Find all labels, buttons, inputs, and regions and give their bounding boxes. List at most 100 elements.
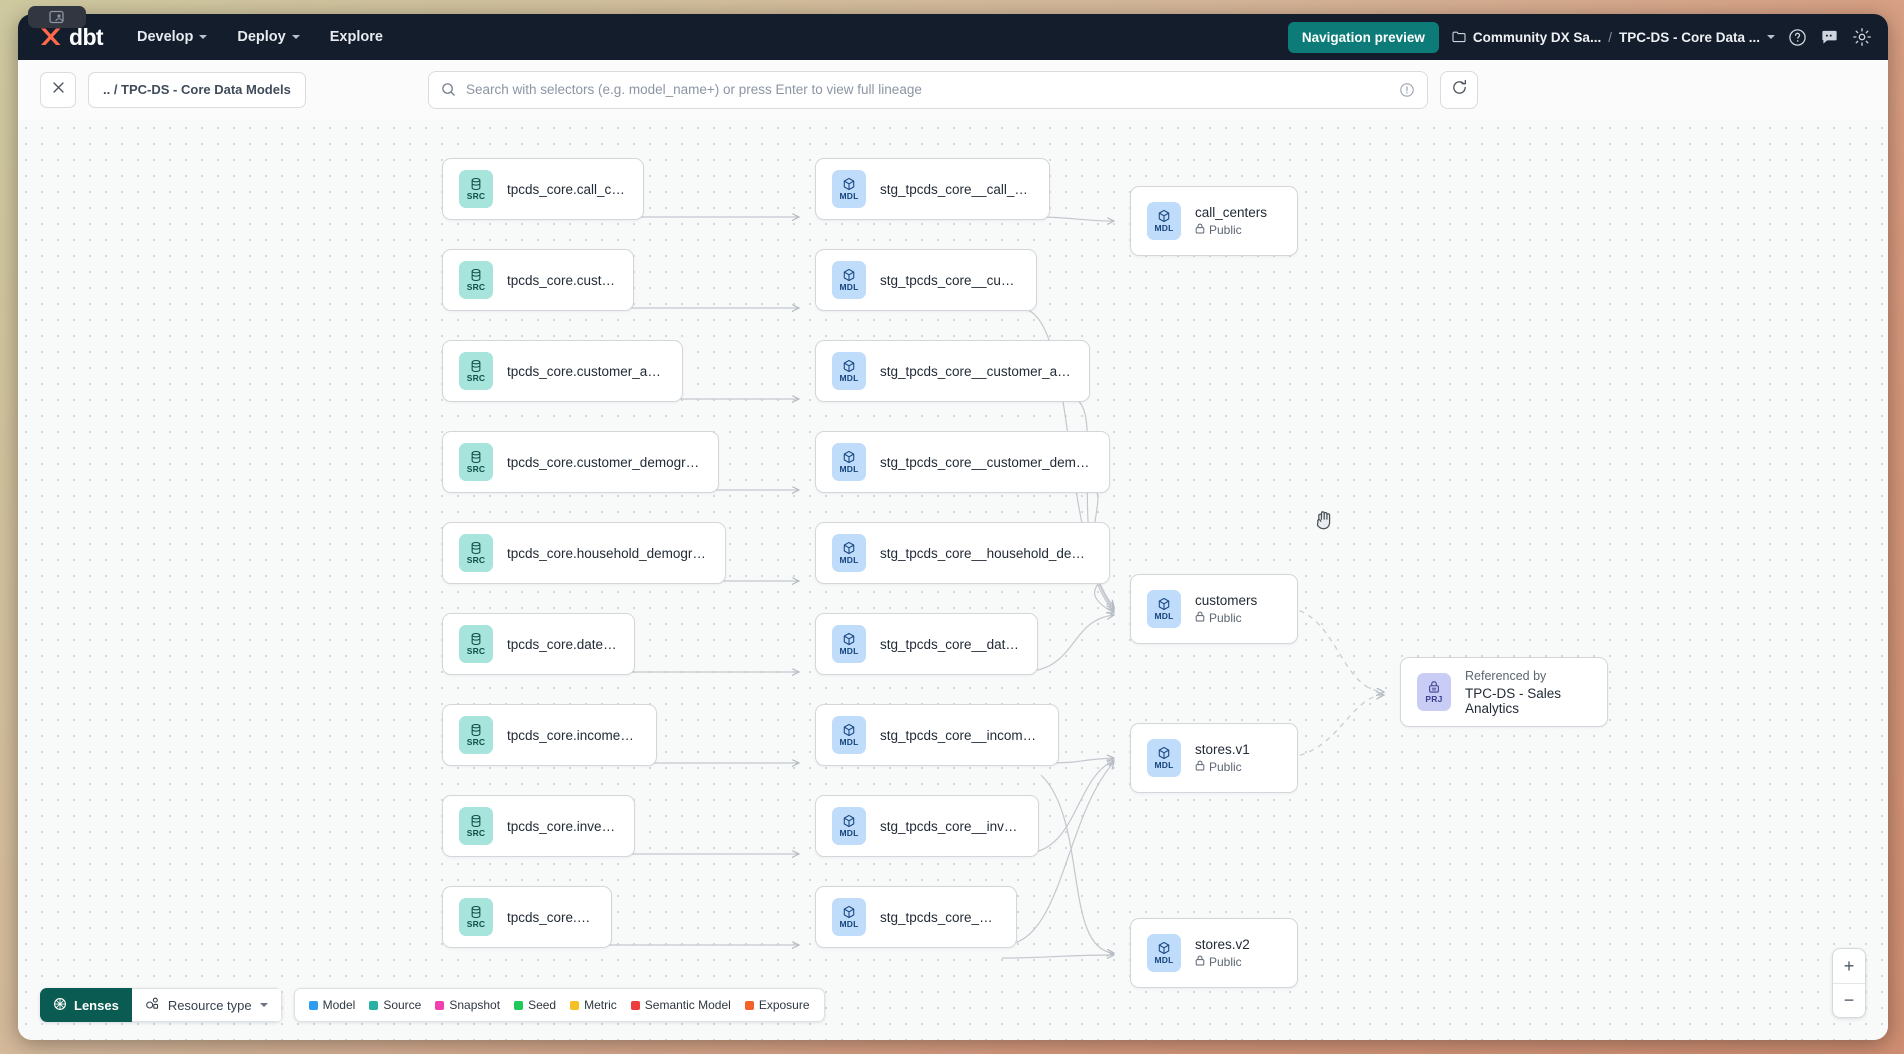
dbt-logo[interactable]: dbt — [38, 24, 104, 51]
lineage-node-source[interactable]: SRC tpcds_core.income_band — [442, 704, 657, 766]
node-body: stores.v1 Public — [1195, 742, 1250, 774]
project-badge: PRJ — [1417, 673, 1451, 711]
window-notch — [28, 6, 86, 28]
canvas-bottom-bar: Lenses Resource type Model — [40, 988, 825, 1022]
lineage-node-source[interactable]: SRC tpcds_core.inventory — [442, 795, 635, 857]
refresh-icon — [1451, 79, 1468, 101]
resource-type-icon — [145, 996, 160, 1014]
model-badge: MDL — [832, 534, 866, 572]
model-badge: MDL — [832, 261, 866, 299]
grab-cursor-icon — [1314, 508, 1336, 537]
source-badge: SRC — [459, 170, 493, 208]
node-access-label: Public — [1209, 223, 1242, 237]
zoom-out-button[interactable]: − — [1833, 983, 1865, 1017]
lineage-node-source[interactable]: SRC tpcds_core.store — [442, 886, 612, 948]
source-badge-label: SRC — [466, 919, 486, 930]
source-badge: SRC — [459, 443, 493, 481]
navigation-preview-button[interactable]: Navigation preview — [1287, 21, 1439, 53]
model-badge: MDL — [1147, 739, 1181, 777]
lineage-node-model[interactable]: MDL stg_tpcds_core__inventory — [815, 795, 1039, 857]
lineage-node-source[interactable]: SRC tpcds_core.date_dim — [442, 613, 635, 675]
node-label: stg_tpcds_core__inventory — [880, 818, 1022, 834]
resource-type-dropdown[interactable]: Resource type — [131, 988, 282, 1022]
node-label: stg_tpcds_core__customer_demogra... — [880, 454, 1093, 470]
breadcrumb-account[interactable]: Community DX Sa... — [1472, 29, 1602, 45]
lineage-node-public-model[interactable]: MDL call_centers Public — [1130, 186, 1298, 256]
source-badge: SRC — [459, 261, 493, 299]
node-label: tpcds_core.store — [507, 909, 595, 925]
lineage-node-source[interactable]: SRC tpcds_core.household_demographics — [442, 522, 726, 584]
zoom-controls: + − — [1832, 948, 1866, 1018]
search-input[interactable] — [466, 82, 1389, 97]
legend-swatch — [570, 1000, 580, 1010]
legend-swatch — [744, 1000, 754, 1010]
lineage-node-model[interactable]: MDL stg_tpcds_core__date_dim — [815, 613, 1038, 675]
node-label: stg_tpcds_core__date_dim — [880, 636, 1021, 652]
model-badge: MDL — [1147, 934, 1181, 972]
lineage-node-public-model[interactable]: MDL customers Public — [1130, 574, 1298, 644]
nav-item-explore-label: Explore — [329, 29, 383, 45]
close-button[interactable] — [40, 71, 76, 108]
node-label: tpcds_core.customer_demographics — [507, 454, 702, 470]
lenses-group: Lenses Resource type — [40, 988, 282, 1022]
search-box[interactable] — [428, 70, 1428, 109]
node-label: stg_tpcds_core__customer_address — [880, 363, 1073, 379]
nav-item-explore[interactable]: Explore — [330, 29, 383, 45]
node-label: stg_tpcds_core__household_demogr... — [880, 545, 1093, 561]
lens-icon — [53, 997, 67, 1014]
lineage-node-model[interactable]: MDL stg_tpcds_core__customer_address — [815, 340, 1090, 402]
lock-icon — [1195, 760, 1205, 774]
source-badge-label: SRC — [466, 646, 486, 657]
legend-label: Source — [383, 998, 422, 1012]
legend-item-exposure: Exposure — [744, 998, 810, 1012]
legend-item-seed: Seed — [514, 998, 556, 1012]
zoom-in-button[interactable]: + — [1843, 955, 1855, 976]
lineage-node-source[interactable]: SRC tpcds_core.call_center — [442, 158, 644, 220]
feedback-icon[interactable] — [1820, 28, 1839, 47]
search-area — [428, 70, 1478, 109]
source-badge: SRC — [459, 898, 493, 936]
help-circle-icon[interactable] — [1788, 28, 1807, 47]
source-badge-label: SRC — [466, 555, 486, 566]
model-badge: MDL — [832, 807, 866, 845]
model-badge-label: MDL — [839, 919, 859, 930]
resource-type-label: Resource type — [167, 997, 252, 1013]
lenses-button[interactable]: Lenses — [40, 988, 132, 1022]
lineage-node-model[interactable]: MDL stg_tpcds_core__store — [815, 886, 1017, 948]
lineage-node-model[interactable]: MDL stg_tpcds_core__income_band — [815, 704, 1059, 766]
source-badge-label: SRC — [466, 828, 486, 839]
lineage-node-source[interactable]: SRC tpcds_core.customer_address — [442, 340, 683, 402]
lineage-node-public-model[interactable]: MDL stores.v1 Public — [1130, 723, 1298, 793]
model-badge: MDL — [832, 625, 866, 663]
model-badge: MDL — [1147, 590, 1181, 628]
lineage-breadcrumb-pill[interactable]: .. / TPC-DS - Core Data Models — [88, 71, 306, 108]
source-badge: SRC — [459, 352, 493, 390]
node-label: TPC-DS - Sales Analytics — [1465, 685, 1562, 716]
lineage-node-model[interactable]: MDL stg_tpcds_core__customer_demogra... — [815, 431, 1110, 493]
breadcrumb-project[interactable]: TPC-DS - Core Data ... — [1618, 29, 1760, 45]
lineage-canvas[interactable]: SRC tpcds_core.call_center SRC tpcds_cor… — [18, 120, 1888, 1040]
model-badge-label: MDL — [839, 464, 859, 475]
lock-icon — [1195, 611, 1205, 625]
lineage-node-model[interactable]: MDL stg_tpcds_core__customer — [815, 249, 1037, 311]
lock-icon — [1195, 955, 1205, 969]
lineage-node-model[interactable]: MDL stg_tpcds_core__household_demogr... — [815, 522, 1110, 584]
source-badge-label: SRC — [466, 373, 486, 384]
lineage-node-source[interactable]: SRC tpcds_core.customer — [442, 249, 634, 311]
lineage-node-project-reference[interactable]: PRJ Referenced by TPC-DS - Sales Analyti… — [1400, 657, 1608, 727]
lineage-node-model[interactable]: MDL stg_tpcds_core__call_center — [815, 158, 1050, 220]
legend-label: Seed — [528, 998, 557, 1012]
info-icon[interactable] — [1399, 82, 1415, 98]
node-access-badge: Public — [1195, 760, 1250, 774]
lineage-node-source[interactable]: SRC tpcds_core.customer_demographics — [442, 431, 719, 493]
gear-icon[interactable] — [1852, 27, 1872, 47]
refresh-button[interactable] — [1440, 70, 1478, 109]
legend-item-model: Model — [308, 998, 355, 1012]
chevron-down-icon[interactable] — [1767, 35, 1775, 39]
referenced-by-label: Referenced by — [1465, 668, 1547, 683]
lineage-node-public-model[interactable]: MDL stores.v2 Public — [1130, 918, 1298, 988]
nav-item-deploy[interactable]: Deploy — [237, 29, 300, 45]
nav-item-develop[interactable]: Develop — [137, 29, 208, 45]
model-badge-label: MDL — [839, 737, 859, 748]
